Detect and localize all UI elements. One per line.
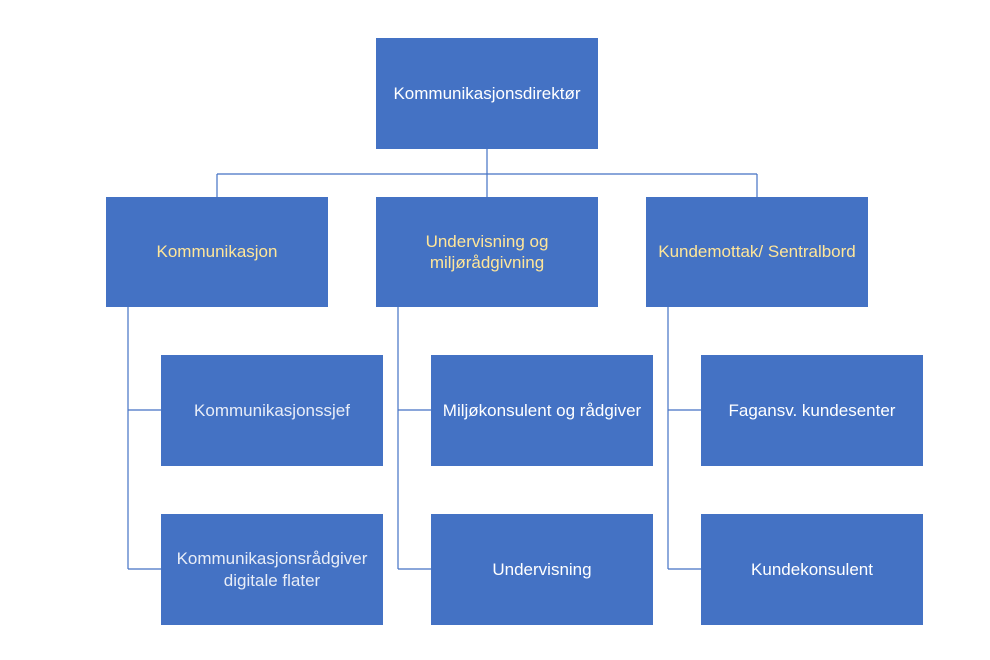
node-role-label: Kundekonsulent [751, 559, 873, 579]
node-role-label: Miljøkonsulent og rådgiver [442, 400, 642, 420]
node-department-label: Kundemottak/ Sentralbord [658, 242, 856, 262]
node-role-label: Undervisning [492, 559, 592, 579]
node-root: Kommunikasjonsdirektør [376, 38, 598, 149]
node-role-undervisning: Undervisning [431, 514, 653, 625]
node-department-undervisning: Undervisning og miljørådgivning [376, 197, 598, 307]
node-role-label: Fagansv. kundesenter [728, 400, 896, 420]
node-department-kundemottak: Kundemottak/ Sentralbord [646, 197, 868, 307]
node-root-label: Kommunikasjonsdirektør [393, 83, 581, 103]
node-role-miljokonsulent: Miljøkonsulent og rådgiver [431, 355, 653, 466]
node-department-label: Kommunikasjon [156, 242, 278, 262]
node-department-label: Undervisning og miljørådgivning [425, 231, 549, 272]
node-role-kommunikasjonsradgiver: Kommunikasjonsrådgiver digitale flater [161, 514, 383, 625]
node-role-label: Kommunikasjonsrådgiver digitale flater [176, 549, 368, 590]
node-role-fagansvarlig-kundesenter: Fagansv. kundesenter [701, 355, 923, 466]
node-role-kommunikasjonssjef: Kommunikasjonssjef [161, 355, 383, 466]
node-department-kommunikasjon: Kommunikasjon [106, 197, 328, 307]
node-role-label: Kommunikasjonssjef [194, 400, 350, 420]
node-role-kundekonsulent: Kundekonsulent [701, 514, 923, 625]
